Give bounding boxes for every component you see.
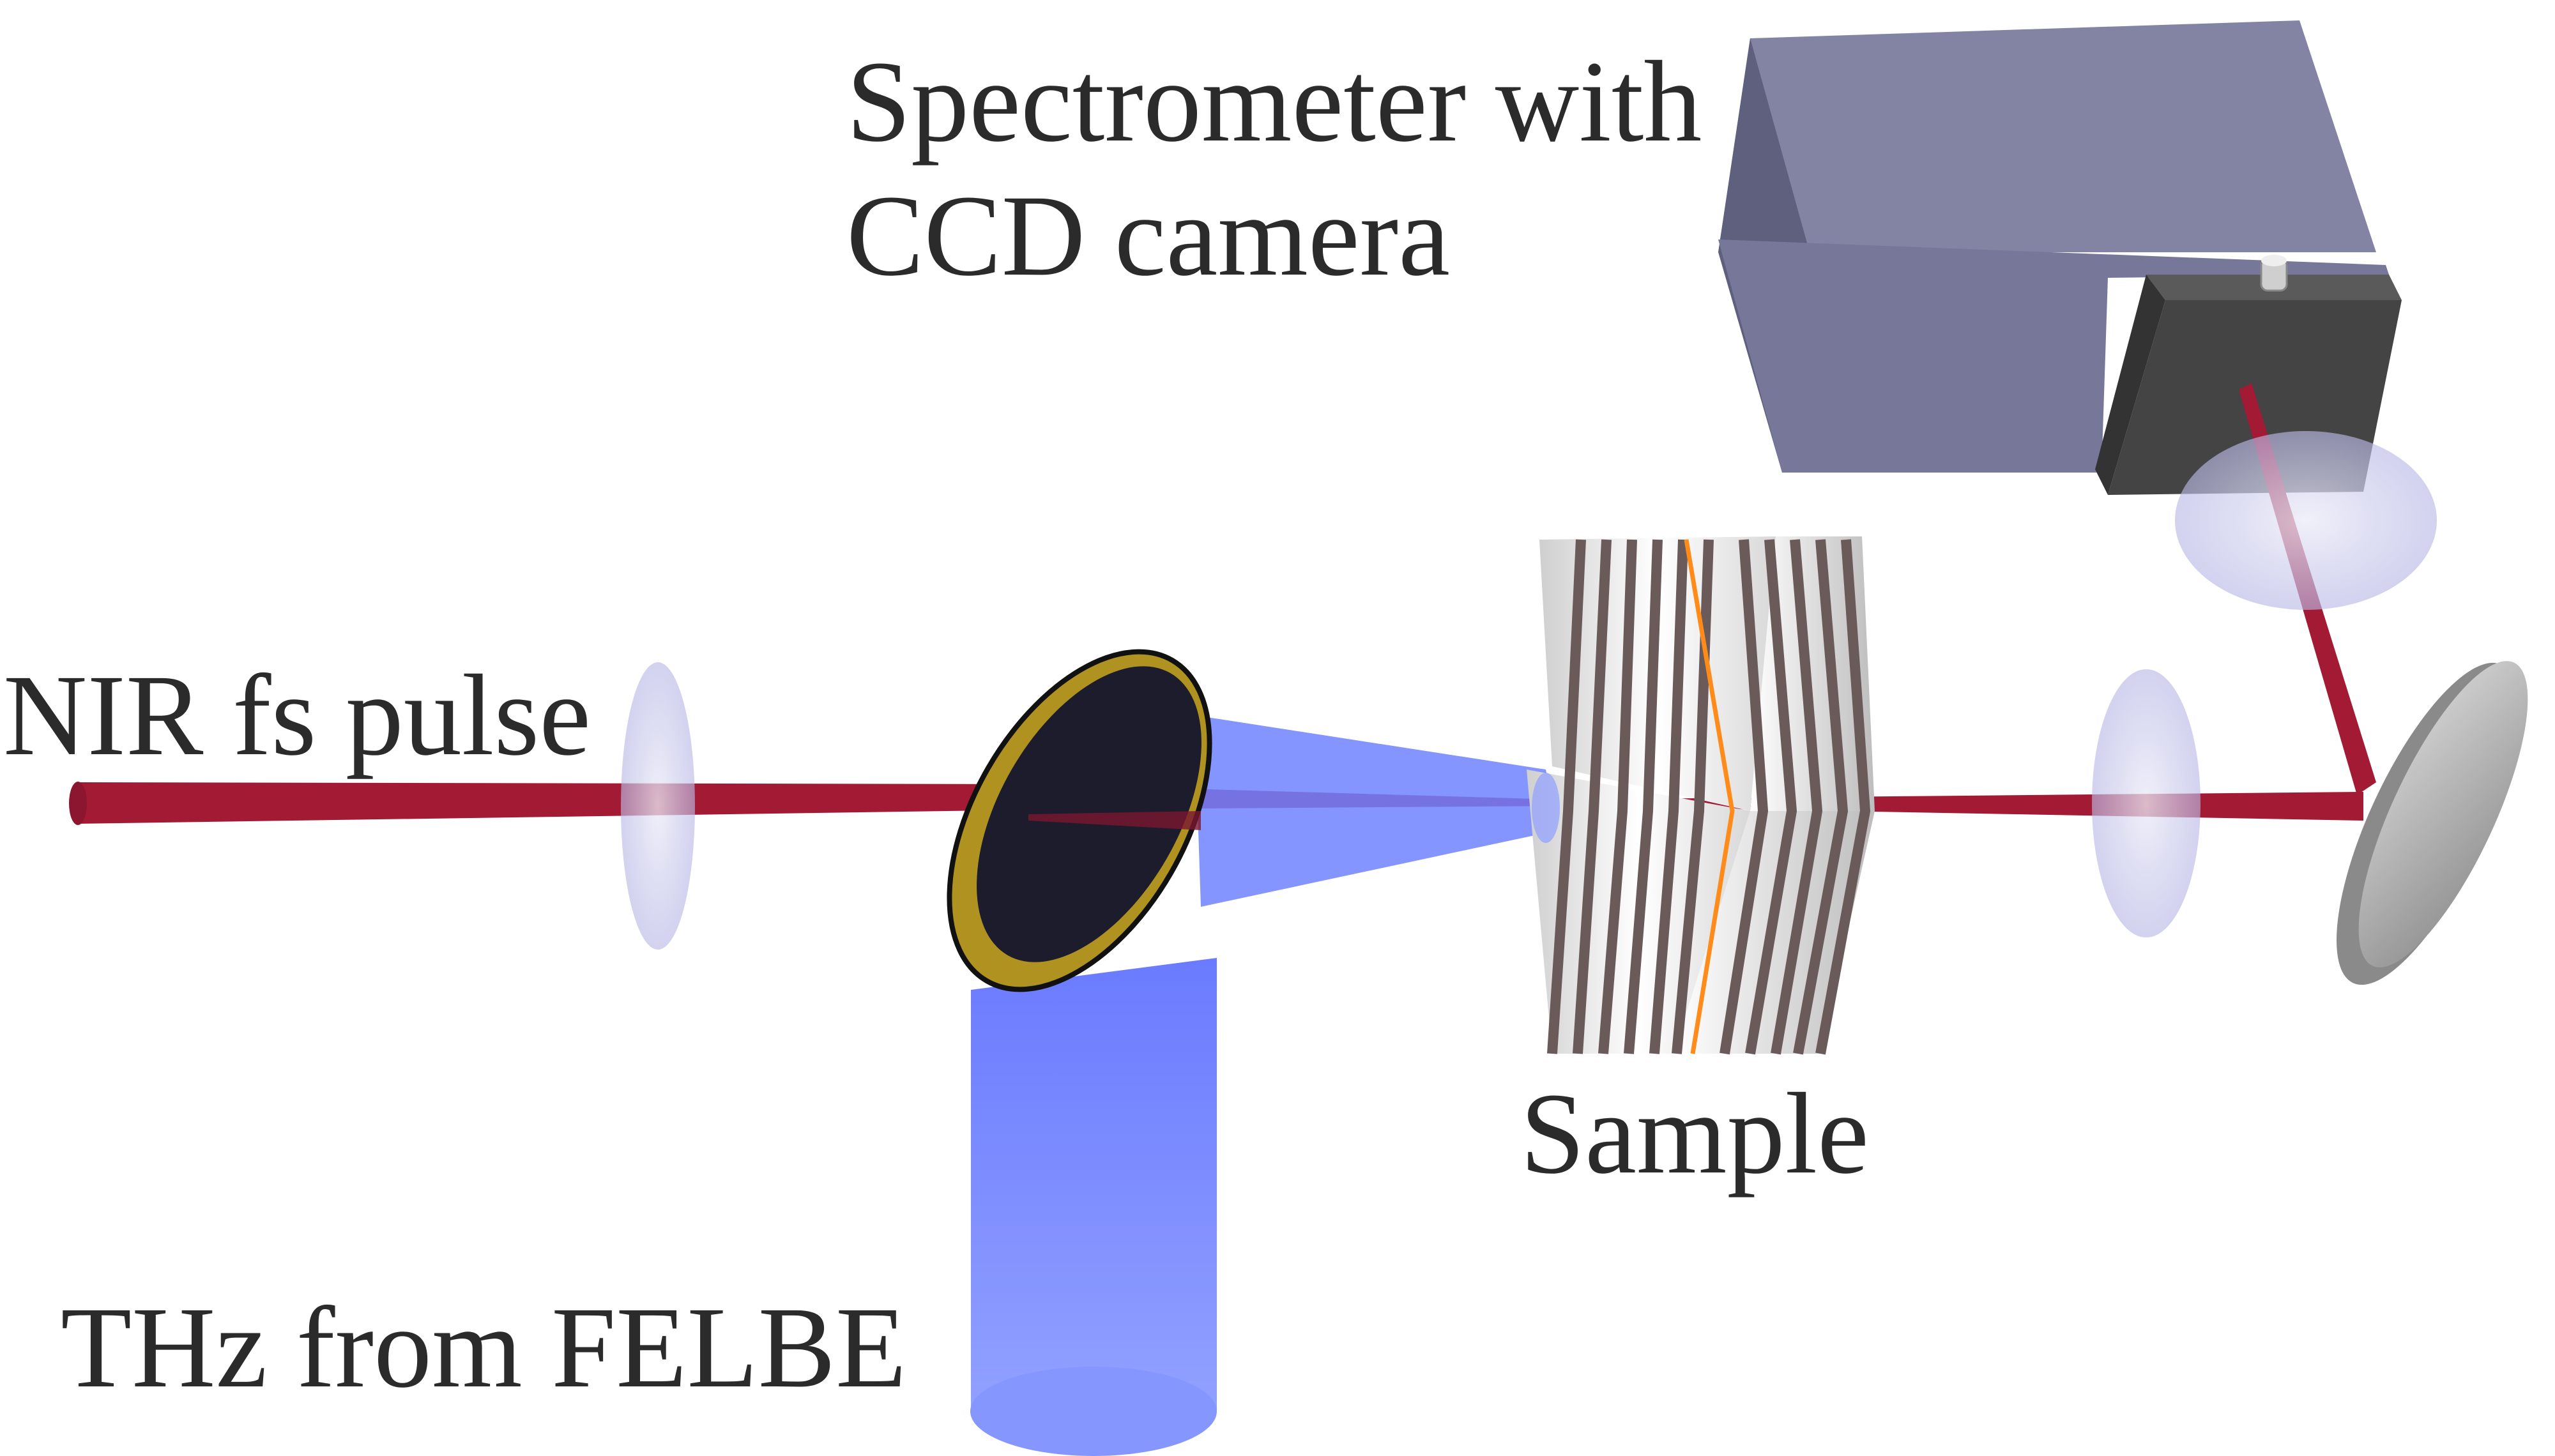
thz-source-label: THz from FELBE: [61, 1284, 907, 1412]
sample-center-line: [1684, 539, 1735, 1054]
spectrometer-top-face: [1718, 20, 2376, 252]
nir-pulse-label: NIR fs pulse: [3, 651, 591, 780]
spectrometer-main-face: [1718, 239, 2389, 473]
spectrometer-label: Spectrometer with CCD camera: [846, 35, 1702, 303]
parabolic-mirror: [947, 649, 1212, 992]
focusing-lens-3: [2175, 431, 2437, 610]
spectrometer-label-line2: CCD camera: [846, 172, 1451, 300]
thz-beam: [970, 715, 1559, 1456]
collimating-lens-2: [2092, 669, 2200, 937]
spectrometer-label-line1: Spectrometer with: [846, 38, 1702, 166]
sample-multilayer: [1527, 536, 1875, 1055]
spectrometer: [1718, 20, 2389, 473]
flat-mirror: [2337, 661, 2528, 985]
sample-label: Sample: [1520, 1070, 1869, 1198]
sample-stripes: [1547, 539, 1871, 1055]
focusing-lens-1: [621, 662, 695, 950]
